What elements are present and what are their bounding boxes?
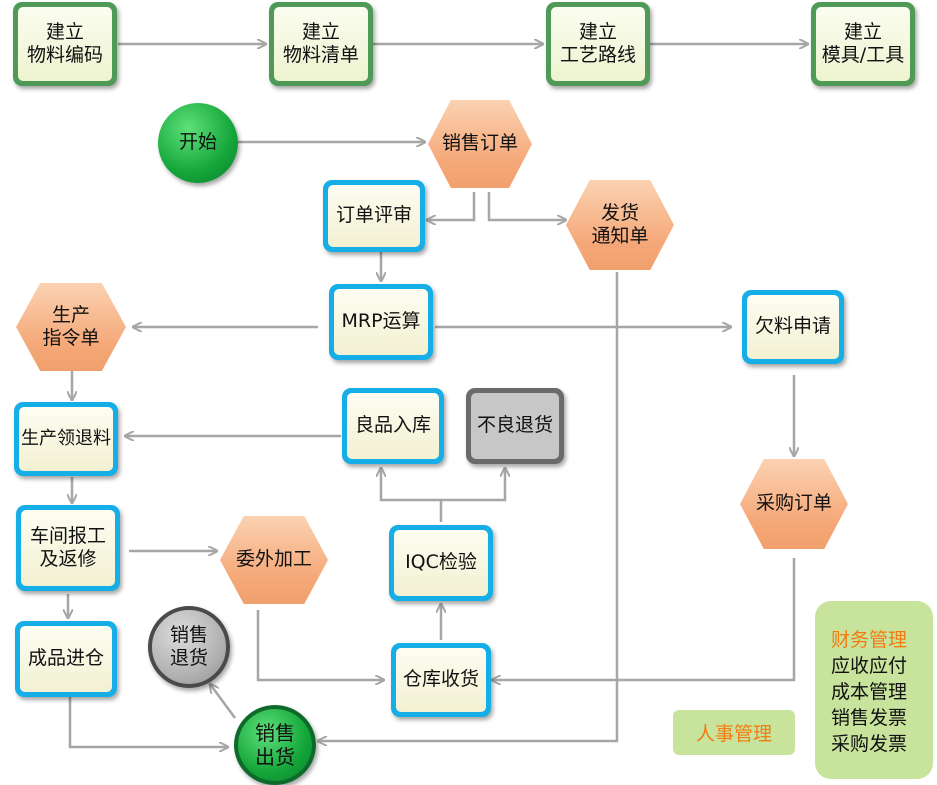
arrow-finished-to-shipment [68,696,228,747]
arrow-notice-to-shipment [318,272,619,741]
sales-return-label: 销售 退货 [169,623,208,669]
production-order-hexagon[interactable]: 生产 指令单 [16,283,126,371]
production-issue-return-label: 生产领退料 [21,428,111,450]
finance-item-cost-management: 成本管理 [831,681,908,703]
arrow-sales-order-to-notice [487,192,566,220]
build-material-code-box[interactable]: 建立 物料编码 [13,2,117,86]
outsourcing-hexagon[interactable]: 委外加工 [220,516,328,604]
shortage-request-label: 欠料申请 [754,315,831,338]
finished-goods-inbound-label: 成品进仓 [27,647,104,670]
delivery-notice-label: 发货 通知单 [591,201,649,247]
arrow-outsourcing-to-warehouse [256,610,384,680]
hr-management-label: 人事管理 [695,723,772,745]
finance-item-purchase-invoice: 采购发票 [831,733,908,755]
order-review-label: 订单评审 [335,204,412,227]
purchase-order-label: 采购订单 [755,492,832,515]
build-routing-label: 建立 工艺路线 [559,20,636,66]
arrow-sales-order-to-review [427,192,476,220]
workshop-report-rework-label: 车间报工 及返修 [29,524,106,570]
warehouse-receipt-label: 仓库收货 [402,668,479,691]
iqc-inspection-label: IQC检验 [405,551,477,574]
sales-order-label: 销售订单 [441,132,518,155]
delivery-notice-hexagon[interactable]: 发货 通知单 [566,180,674,270]
sales-order-hexagon[interactable]: 销售订单 [428,100,532,188]
build-material-code-label: 建立 物料编码 [26,20,103,66]
finance-management-box[interactable]: 财务管理 应收应付 成本管理 销售发票 采购发票 [815,601,933,779]
outsourcing-label: 委外加工 [235,548,312,571]
good-inbound-label: 良品入库 [354,414,431,437]
build-mold-tool-box[interactable]: 建立 模具/工具 [811,2,915,86]
finance-item-sales-invoice: 销售发票 [831,707,908,729]
start-label: 开始 [178,131,217,154]
mrp-calc-box[interactable]: MRP运算 [329,284,433,360]
build-mold-tool-label: 建立 模具/工具 [821,20,905,66]
arrow-purchase-to-warehouse [492,558,796,680]
arrow-iqc-to-defect [441,468,505,502]
iqc-inspection-box[interactable]: IQC检验 [389,525,493,601]
sales-shipment-circle[interactable]: 销售 出货 [234,705,316,785]
workshop-report-rework-box[interactable]: 车间报工 及返修 [16,505,120,591]
arrow-iqc-to-good [381,468,443,522]
finished-goods-inbound-box[interactable]: 成品进仓 [15,621,117,697]
finance-management-title: 财务管理 [831,629,908,651]
start-circle[interactable]: 开始 [158,103,238,183]
arrow-shipment-to-sales-return [210,684,237,719]
build-bom-box[interactable]: 建立 物料清单 [269,2,373,86]
order-review-box[interactable]: 订单评审 [323,180,425,252]
production-issue-return-box[interactable]: 生产领退料 [14,402,118,476]
purchase-order-hexagon[interactable]: 采购订单 [740,459,848,549]
sales-return-circle[interactable]: 销售 退货 [148,606,230,688]
build-bom-label: 建立 物料清单 [282,20,359,66]
production-order-label: 生产 指令单 [42,303,100,349]
defect-return-label: 不良退货 [476,414,553,437]
good-inbound-box[interactable]: 良品入库 [342,388,444,464]
warehouse-receipt-box[interactable]: 仓库收货 [391,643,491,717]
hr-management-box[interactable]: 人事管理 [673,710,795,755]
build-routing-box[interactable]: 建立 工艺路线 [546,2,650,86]
shortage-request-box[interactable]: 欠料申请 [742,290,844,364]
defect-return-box[interactable]: 不良退货 [466,388,564,464]
mrp-calc-label: MRP运算 [341,310,421,333]
sales-shipment-label: 销售 出货 [255,720,295,769]
finance-item-receivable-payable: 应收应付 [831,655,908,677]
